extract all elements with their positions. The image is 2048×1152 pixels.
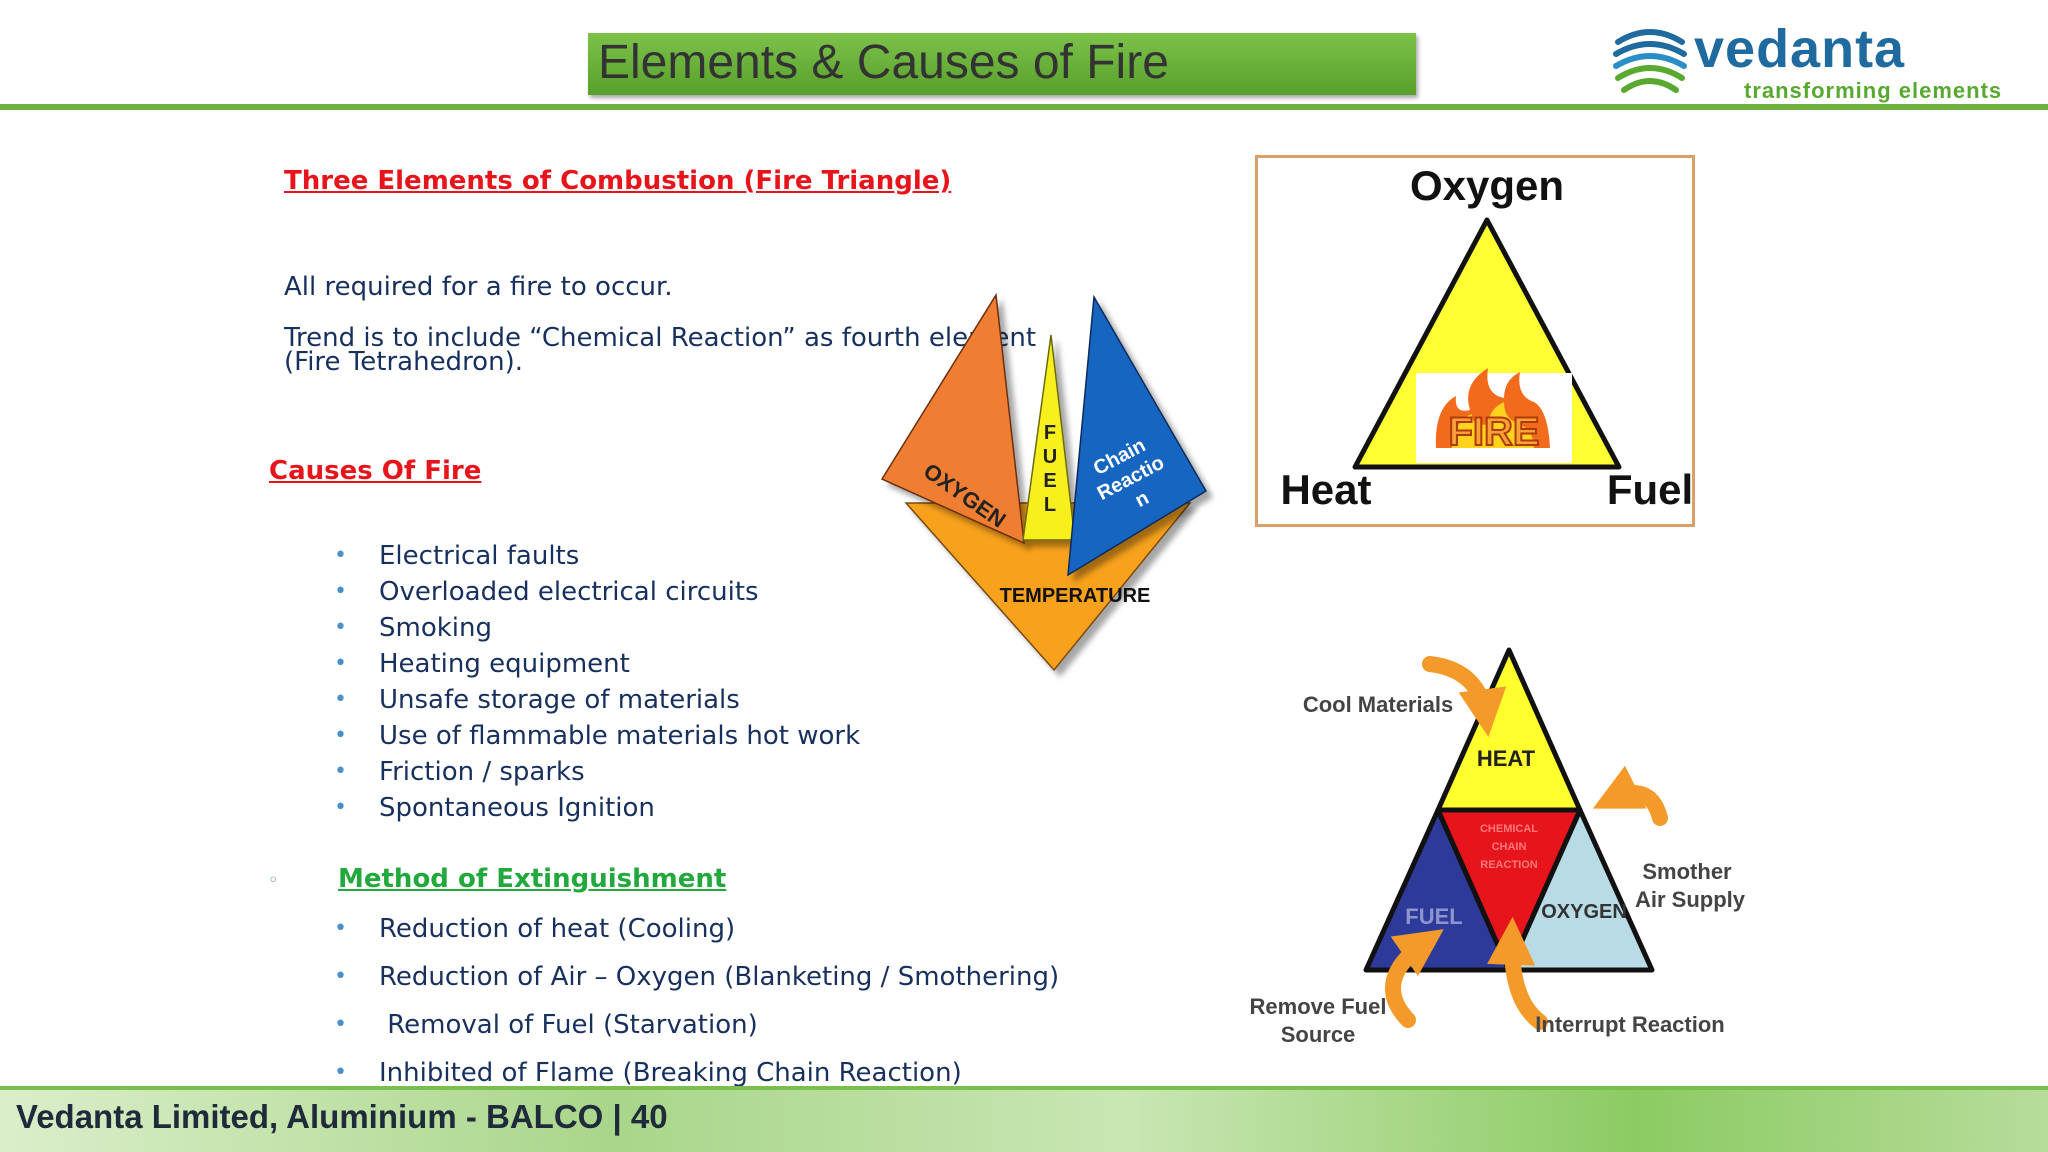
cool-label: Cool Materials [1303, 692, 1453, 717]
header-divider [0, 104, 2048, 110]
fuel-letter: L [1044, 494, 1056, 516]
list-item: • Removal of Fuel (Starvation) [334, 1010, 758, 1040]
smother-label: Air Supply [1635, 887, 1746, 912]
bullet-icon: • [334, 964, 347, 989]
list-item: •Reduction of heat (Cooling) [334, 914, 736, 944]
oxygen-label: OXYGEN [1541, 901, 1627, 923]
footer-text: Vedanta Limited, Aluminium - BALCO | 40 [16, 1098, 668, 1135]
circle-bullet-icon: ◦ [268, 870, 279, 891]
causes-list: •Electrical faults •Overloaded electrica… [334, 540, 861, 828]
list-item: •Use of flammable materials hot work [334, 721, 861, 751]
chain-reaction-label: REACTION [1480, 859, 1538, 871]
list-item: •Electrical faults [334, 541, 580, 571]
remove-fuel-arrow [1385, 929, 1444, 1028]
logo-tagline: transforming elements [1744, 78, 2003, 103]
fire-triangle-diagram: FIRE Oxygen Heat Fuel [1280, 162, 1693, 513]
bullet-icon: • [334, 1060, 347, 1085]
causes-heading: Causes Of Fire [269, 456, 482, 486]
temperature-label: TEMPERATURE [1000, 585, 1151, 607]
fire-tetrahedron-diagram: OXYGEN F U E L Chain Reactio n TEMPERATU… [880, 292, 1208, 672]
bullet-icon: • [334, 916, 347, 941]
fuel-letter: F [1044, 422, 1056, 444]
chain-reaction-segment [1435, 807, 1583, 973]
cool-arrow [1422, 656, 1507, 738]
heat-label: HEAT [1477, 746, 1536, 771]
vedanta-logo [1613, 29, 1687, 93]
footer-band [0, 1088, 2048, 1152]
fuel-letter: U [1043, 446, 1057, 468]
smother-label: Smother [1642, 859, 1732, 884]
footer-divider [0, 1086, 2048, 1090]
logo-waves-icon [1613, 29, 1687, 93]
list-item: •Inhibited of Flame (Breaking Chain Reac… [334, 1058, 962, 1088]
extinguishment-heading: Method of Extinguishment [338, 864, 727, 894]
fuel-label: FUEL [1405, 904, 1462, 929]
bullet-icon: • [334, 759, 347, 784]
fuel-word: Fuel [1607, 466, 1692, 513]
smother-arrow [1592, 765, 1668, 826]
bullet-icon: • [334, 1012, 347, 1037]
bullet-icon: • [334, 687, 347, 712]
list-item: •Friction / sparks [334, 757, 585, 787]
chain-reaction-segment [1067, 294, 1208, 577]
interrupt-label: Interrupt Reaction [1535, 1012, 1724, 1037]
list-item: •Smoking [334, 613, 493, 643]
combustion-heading: Three Elements of Combustion (Fire Trian… [284, 166, 952, 196]
bullet-icon: • [334, 795, 347, 820]
list-item: •Reduction of Air – Oxygen (Blanketing /… [334, 962, 1060, 992]
trend-text: Trend is to include “Chemical Reaction” … [284, 323, 1037, 377]
chain-reaction-label: CHEMICAL [1480, 823, 1538, 835]
page-title: Elements & Causes of Fire [598, 36, 1169, 89]
fuel-letter: E [1043, 470, 1056, 492]
oxygen-word: Oxygen [1410, 162, 1564, 209]
bullet-icon: • [334, 723, 347, 748]
heat-word: Heat [1280, 466, 1371, 513]
extinguishment-list: •Reduction of heat (Cooling) •Reduction … [334, 914, 1060, 1106]
oxygen-segment [880, 292, 1025, 545]
list-item: •Unsafe storage of materials [334, 685, 740, 715]
list-item: •Heating equipment [334, 649, 630, 679]
interrupt-arrow [1487, 916, 1548, 1030]
fire-word: FIRE [1448, 410, 1539, 454]
fire-triangle-figure: FIRE Oxygen Heat Fuel [1255, 155, 1695, 527]
extinguishment-triangle-diagram: HEAT FUEL OXYGEN CHEMICAL CHAIN REACTION… [1250, 647, 1746, 1047]
list-item: •Spontaneous Ignition [334, 793, 655, 823]
remove-fuel-label: Source [1281, 1022, 1356, 1047]
title-bar [588, 33, 1416, 95]
logo-wordmark: vedanta [1694, 19, 1906, 79]
flame-icon [1435, 368, 1550, 448]
remove-fuel-label: Remove Fuel [1250, 994, 1386, 1019]
bullet-icon: • [334, 543, 347, 568]
bullet-icon: • [334, 615, 347, 640]
fuel-segment [1022, 334, 1076, 541]
chain-reaction-label: CHAIN [1492, 841, 1527, 853]
bullet-icon: • [334, 651, 347, 676]
required-text: All required for a fire to occur. [284, 272, 673, 302]
bullet-icon: • [334, 579, 347, 604]
list-item: •Overloaded electrical circuits [334, 577, 759, 607]
